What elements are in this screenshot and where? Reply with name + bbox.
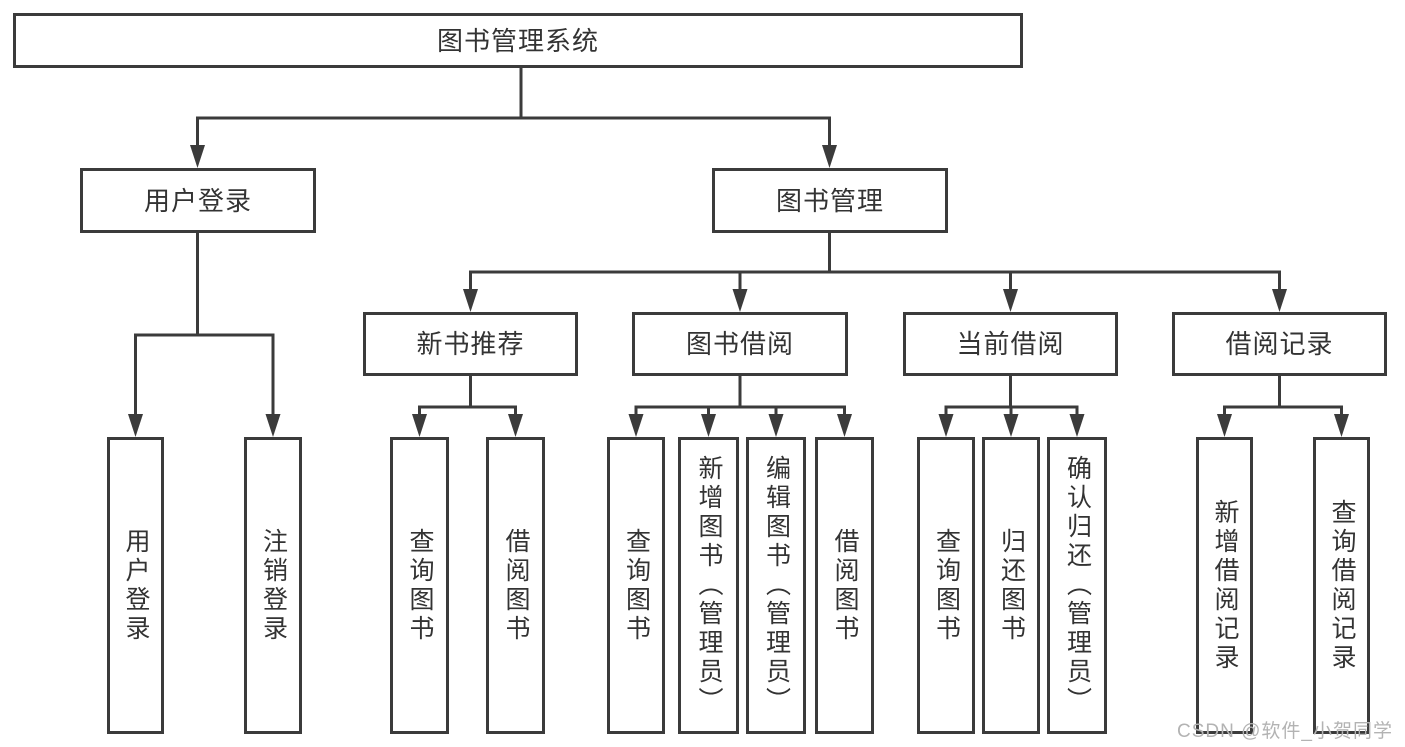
node-new-book-recommend: 新书推荐	[363, 312, 578, 376]
csdn-watermark: CSDN @软件_小贺同学	[1177, 721, 1393, 742]
leaf-edit-book: 编辑图书（管理员）	[746, 437, 806, 734]
leaf-add-record-label: 新增借阅记录	[1211, 498, 1239, 673]
leaf-borrow-book-a: 借阅图书	[486, 437, 545, 734]
arrowhead-icon-0-1	[822, 145, 837, 168]
leaf-query-book-c-label: 查询图书	[932, 527, 961, 644]
leaf-query-book-a: 查询图书	[390, 437, 449, 734]
branch-line-6	[1223, 373, 1343, 409]
node-borrowing-records-label: 借阅记录	[1225, 329, 1334, 359]
node-root-label: 图书管理系统	[436, 25, 599, 56]
node-current-borrowing: 当前借阅	[903, 312, 1118, 376]
leaf-user-login: 用户登录	[107, 437, 164, 734]
arrowhead-icon-6-0	[1217, 414, 1232, 437]
node-book-borrowing-label: 图书借阅	[685, 329, 794, 359]
branch-line-0	[196, 66, 831, 120]
leaf-add-record: 新增借阅记录	[1196, 437, 1253, 734]
arrowhead-icon-6-1	[1334, 414, 1349, 437]
node-borrowing-records: 借阅记录	[1172, 312, 1387, 376]
node-book-management-label: 图书管理	[775, 185, 884, 216]
arrowhead-icon-1-0	[463, 289, 478, 312]
node-current-borrowing-label: 当前借阅	[956, 329, 1065, 359]
leaf-user-login-label: 用户登录	[122, 527, 150, 644]
leaf-query-book-c: 查询图书	[917, 437, 975, 734]
node-book-management: 图书管理	[712, 168, 948, 233]
arrowhead-icon-1-3	[1272, 289, 1287, 312]
arrowhead-icon-4-3	[837, 414, 852, 437]
leaf-query-record-label: 查询借阅记录	[1328, 498, 1356, 673]
arrowhead-icon-4-1	[701, 414, 716, 437]
arrowhead-icon-3-0	[412, 414, 427, 437]
arrowhead-icon-0-0	[190, 145, 205, 168]
arrowhead-icon-5-0	[938, 414, 954, 437]
branch-line-5	[944, 373, 1079, 409]
arrowhead-icon-5-1	[1003, 414, 1019, 437]
leaf-return-book: 归还图书	[982, 437, 1040, 734]
leaf-confirm-return-label: 确认归还（管理员）	[1063, 455, 1092, 716]
node-new-book-recommend-label: 新书推荐	[416, 329, 525, 359]
arrowhead-icon-2-1	[265, 414, 281, 437]
leaf-add-book-label: 新增图书（管理员）	[695, 455, 723, 716]
node-user-login: 用户登录	[80, 168, 316, 233]
node-user-login-label: 用户登录	[143, 185, 252, 216]
leaf-add-book: 新增图书（管理员）	[678, 437, 739, 734]
arrowhead-icon-5-2	[1069, 414, 1085, 437]
arrowhead-icon-1-2	[1003, 289, 1018, 312]
leaf-query-record: 查询借阅记录	[1313, 437, 1370, 734]
leaf-query-book-a-label: 查询图书	[406, 527, 434, 644]
leaf-logout: 注销登录	[244, 437, 302, 734]
branch-line-3	[418, 373, 517, 409]
leaf-borrow-book-b: 借阅图书	[815, 437, 874, 734]
arrowhead-icon-2-0	[128, 414, 143, 437]
leaf-query-book-b-label: 查询图书	[622, 527, 651, 644]
leaf-borrow-book-b-label: 借阅图书	[831, 527, 859, 644]
branch-line-1	[469, 230, 1281, 274]
leaf-query-book-b: 查询图书	[607, 437, 665, 734]
node-book-borrowing: 图书借阅	[632, 312, 848, 376]
leaf-return-book-label: 归还图书	[997, 527, 1026, 644]
arrowhead-icon-4-2	[768, 414, 784, 437]
arrowhead-icon-3-1	[508, 414, 523, 437]
leaf-confirm-return: 确认归还（管理员）	[1047, 437, 1107, 734]
leaf-logout-label: 注销登录	[259, 527, 288, 644]
leaf-borrow-book-a-label: 借阅图书	[502, 527, 530, 644]
branch-line-4	[634, 373, 846, 409]
leaf-edit-book-label: 编辑图书（管理员）	[762, 455, 791, 716]
branch-line-2	[134, 230, 275, 337]
node-root: 图书管理系统	[13, 13, 1023, 68]
arrowhead-icon-1-1	[732, 289, 748, 312]
arrowhead-icon-4-0	[628, 414, 644, 437]
